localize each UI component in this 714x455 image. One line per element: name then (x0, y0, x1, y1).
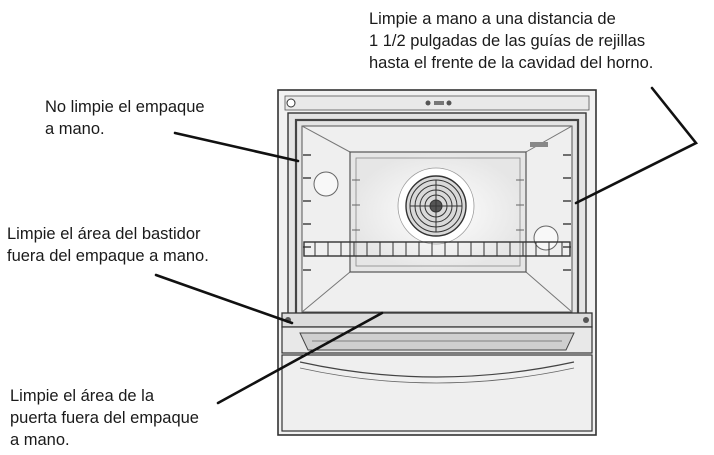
callout-frame: Limpie el área del bastidor fuera del em… (7, 225, 209, 265)
leader-line-door (216, 311, 384, 405)
oven-rack (303, 241, 571, 257)
oven-door-open (281, 312, 593, 328)
hinge-slot (530, 142, 548, 147)
leader-line-rack-guides (574, 86, 699, 205)
indicator-light-icon (446, 100, 452, 106)
oven-light-right-icon (533, 225, 559, 251)
indicator-light-icon (425, 100, 431, 106)
leader-line-gasket (173, 131, 300, 163)
leader-lines (154, 86, 699, 405)
rack-guides-back (352, 179, 524, 231)
callout-rack-guides: Limpie a mano a una distancia de 1 1/2 p… (369, 10, 654, 72)
control-knob-icon (286, 98, 296, 108)
leader-line-frame (154, 273, 294, 325)
oven-light-left-icon (313, 171, 339, 197)
control-label-mark (434, 101, 444, 105)
oven-door-panel (281, 326, 593, 354)
storage-drawer (281, 354, 593, 432)
convection-fan-icon (397, 167, 475, 245)
callout-gasket: No limpie el empaque a mano. (45, 98, 205, 138)
callout-door: Limpie el área de la puerta fuera del em… (10, 387, 199, 449)
